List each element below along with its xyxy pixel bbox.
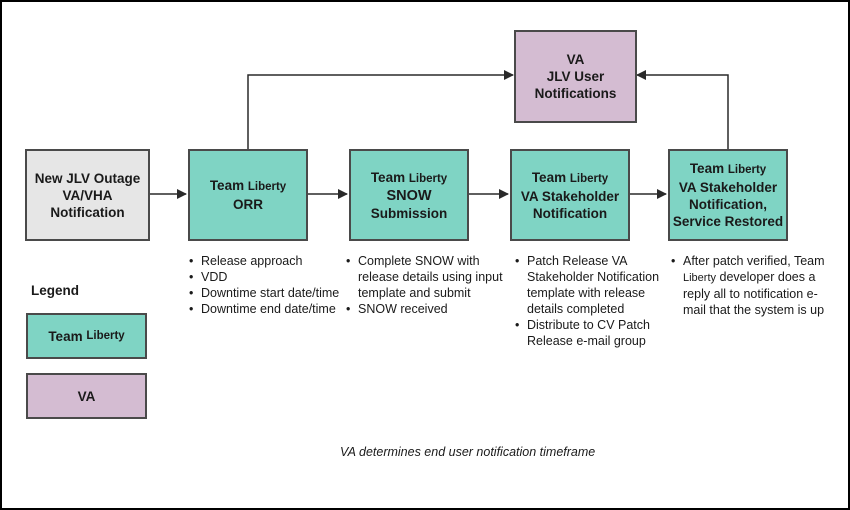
- node-orr-liberty: Liberty: [247, 181, 287, 193]
- note-item: After patch verified, Team Liberty devel…: [671, 253, 833, 318]
- node-snow-liberty: Liberty: [408, 172, 448, 185]
- node-new-outage: New JLV Outage VA/VHA Notification: [25, 149, 150, 241]
- note-restored-liberty: Liberty: [683, 272, 717, 284]
- note-item: Complete SNOW with release details using…: [346, 253, 508, 301]
- node-va-jlv-line3: Notifications: [534, 86, 617, 101]
- node-restored-liberty: Liberty: [727, 164, 767, 176]
- note-item: Downtime start date/time: [189, 285, 341, 301]
- node-snow-submission: Team Liberty SNOW Submission: [349, 149, 469, 241]
- node-snow-line2: SNOW: [386, 187, 432, 204]
- legend-liberty-label: Liberty: [86, 329, 125, 342]
- node-stakeholder-liberty: Liberty: [569, 172, 609, 185]
- legend-team-liberty: Team Liberty: [26, 313, 147, 359]
- node-restored-line4: Service Restored: [672, 214, 784, 229]
- node-restored-line3: Notification,: [689, 197, 767, 212]
- node-va-jlv-line2: JLV User: [546, 69, 605, 84]
- node-snow-line1: Team Liberty: [371, 169, 447, 188]
- notes-snow: Complete SNOW with release details using…: [344, 253, 508, 317]
- note-item: Patch Release VA Stakeholder Notificatio…: [515, 253, 677, 317]
- node-stakeholder-line2: VA Stakeholder: [520, 188, 620, 204]
- node-stakeholder-line1: Team Liberty: [532, 169, 608, 188]
- note-item: SNOW received: [346, 301, 508, 317]
- node-orr-line1: Team Liberty: [210, 177, 286, 196]
- node-stakeholder-line3: Notification: [532, 205, 608, 221]
- arrow-orr-to-va-jlv: [247, 70, 514, 150]
- notes-stakeholder: Patch Release VA Stakeholder Notificatio…: [513, 253, 677, 349]
- node-new-outage-line2: VA/VHA: [62, 187, 113, 203]
- legend-va: VA: [26, 373, 147, 419]
- node-new-outage-line3: Notification: [50, 204, 125, 220]
- legend-title: Legend: [31, 283, 80, 298]
- note-item: VDD: [189, 269, 341, 285]
- arrow-restored-to-va-jlv: [636, 70, 729, 150]
- node-restored-team: Team: [689, 161, 725, 176]
- node-snow-team: Team: [370, 169, 406, 185]
- node-stakeholder-notification: Team Liberty VA Stakeholder Notification: [510, 149, 630, 241]
- note-item: Release approach: [189, 253, 341, 269]
- legend-va-label: VA: [77, 388, 96, 404]
- note-item: Downtime end date/time: [189, 301, 341, 317]
- node-new-outage-line1: New JLV Outage: [34, 170, 141, 186]
- notes-orr: Release approach VDD Downtime start date…: [187, 253, 341, 317]
- timeframe-caption: VA determines end user notification time…: [340, 445, 596, 459]
- node-orr: Team Liberty ORR: [188, 149, 308, 241]
- notes-restored: After patch verified, Team Liberty devel…: [669, 253, 833, 318]
- node-stakeholder-team: Team: [531, 169, 567, 185]
- node-va-jlv-line1: VA: [566, 52, 585, 67]
- node-service-restored: Team Liberty VA Stakeholder Notification…: [668, 149, 788, 241]
- note-restored-pre: After patch verified, Team: [683, 254, 825, 268]
- note-item: Distribute to CV Patch Release e-mail gr…: [515, 317, 677, 349]
- node-restored-line1: Team Liberty: [690, 160, 766, 179]
- node-orr-line2: ORR: [233, 197, 263, 212]
- node-snow-line3: Submission: [370, 205, 448, 221]
- note-restored-post: developer does a reply all to notificati…: [683, 270, 825, 317]
- node-orr-team: Team: [209, 178, 245, 193]
- legend-team-label: Team: [48, 328, 83, 344]
- node-va-jlv-notifications: VA JLV User Notifications: [514, 30, 637, 123]
- node-restored-line2: VA Stakeholder: [678, 180, 778, 195]
